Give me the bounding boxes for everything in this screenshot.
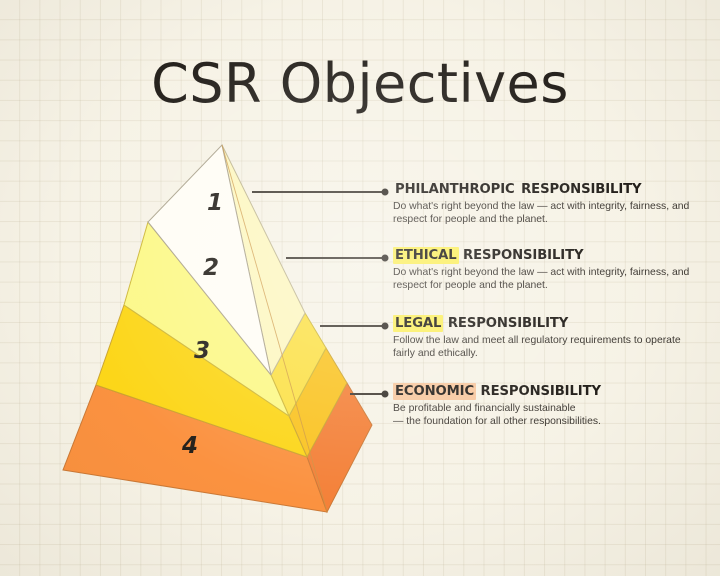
- callout-economic: ECONOMIC RESPONSIBILITY Be profitable an…: [393, 383, 693, 429]
- callout-heading-suffix-ethical: RESPONSIBILITY: [458, 248, 584, 263]
- connector-dot-ethical: [381, 254, 389, 262]
- tier-number-4: 4: [181, 433, 199, 459]
- callout-heading-legal: LEGAL RESPONSIBILITY: [393, 315, 693, 332]
- callout-heading-philanthropic: PHILANTHROPIC RESPONSIBILITY: [393, 182, 693, 197]
- tier-number-3: 3: [193, 338, 211, 364]
- connector-dot-legal: [381, 322, 389, 330]
- callout-body-legal: Follow the law and meet all regulatory r…: [393, 335, 681, 360]
- tier-number-1: 1: [206, 190, 224, 216]
- callout-philanthropic: PHILANTHROPIC RESPONSIBILITY Do what's r…: [393, 182, 693, 227]
- page-title: CSR Objectives: [151, 52, 569, 115]
- callout-heading-economic: ECONOMIC RESPONSIBILITY: [393, 383, 693, 400]
- connector-dot-philanthropic: [381, 188, 389, 196]
- callout-heading-suffix-legal: RESPONSIBILITY: [443, 316, 569, 331]
- connector-line-economic: [350, 393, 385, 395]
- connector-line-philanthropic: [252, 191, 385, 193]
- connector-line-legal: [320, 325, 385, 327]
- callout-heading-keyword-philanthropic: PHILANTHROPIC: [395, 182, 515, 197]
- callout-heading-ethical: ETHICAL RESPONSIBILITY: [393, 247, 693, 264]
- callout-legal: LEGAL RESPONSIBILITY Follow the law and …: [393, 315, 693, 361]
- callout-body-economic-line1: Be profitable and financially sustainabl…: [393, 403, 576, 414]
- pyramid-front-ridge: [221, 144, 328, 513]
- tier-1-front-face: [147, 143, 272, 376]
- callout-body-ethical: Do what's right beyond the law — act wit…: [393, 267, 690, 292]
- callout-heading-keyword-legal: LEGAL: [393, 315, 444, 332]
- callout-body-philanthropic: Do what's right beyond the law — act wit…: [393, 201, 690, 226]
- callout-heading-suffix-philanthropic: RESPONSIBILITY: [516, 182, 642, 197]
- callout-heading-keyword-economic: ECONOMIC: [393, 383, 477, 400]
- tier-number-2: 2: [202, 255, 220, 281]
- callout-ethical: ETHICAL RESPONSIBILITY Do what's right b…: [393, 247, 693, 293]
- callout-heading-suffix-economic: RESPONSIBILITY: [476, 384, 602, 399]
- callout-body-economic-line2: — the foundation for all other responsib…: [393, 416, 601, 428]
- connector-line-ethical: [286, 257, 385, 259]
- connector-dot-economic: [381, 390, 389, 398]
- callout-heading-keyword-ethical: ETHICAL: [393, 247, 459, 264]
